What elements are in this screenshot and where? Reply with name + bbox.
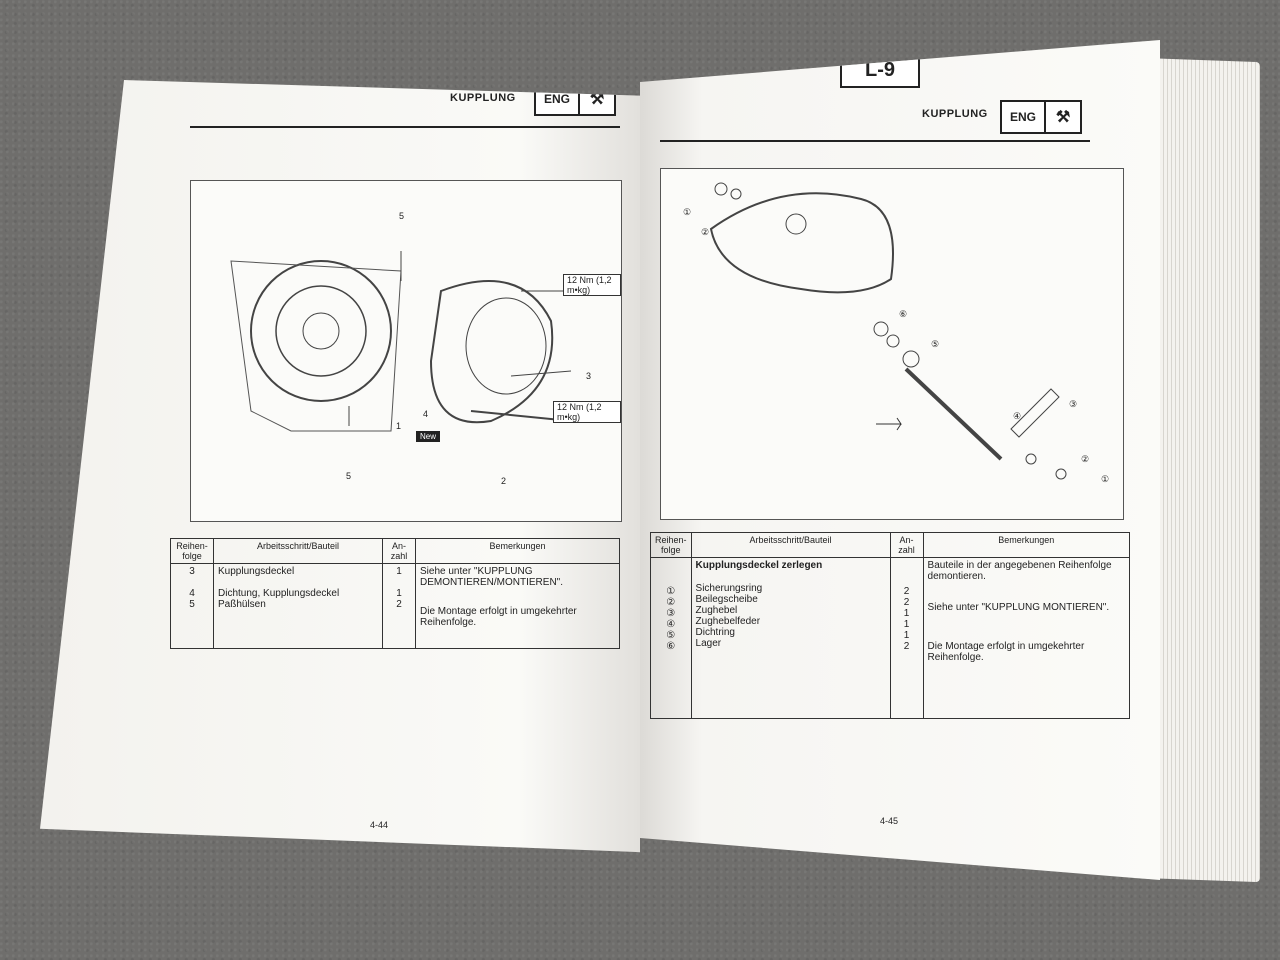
- left-col-step: Kupplungsdeckel Dichtung, Kupplungsdecke…: [213, 563, 383, 649]
- right-th-order: Reihen- folge: [650, 532, 692, 558]
- right-header-title: KUPPLUNG: [922, 108, 988, 120]
- right-th-remarks: Bemerkungen: [922, 532, 1131, 558]
- right-step-list: Sicherungsring Beilegscheibe Zughebel Zu…: [695, 583, 763, 649]
- right-remark-b: Siehe unter "KUPPLUNG MONTIEREN".: [927, 602, 1110, 613]
- right-procedure-table: Reihen- folge Arbeitsschritt/Bauteil An-…: [650, 532, 1131, 719]
- right-th-qty: An- zahl: [889, 532, 924, 558]
- right-callout-6: ⑥: [899, 309, 908, 319]
- left-th-qty: An- zahl: [382, 538, 416, 564]
- left-callout-3: 3: [586, 371, 592, 381]
- right-page: L-9 KUPPLUNG ENG ⚒ ① ② ⑥ ⑤ ④ ③ ② ①: [640, 40, 1160, 880]
- left-torque-label-1: 12 Nm (1,2 m•kg): [563, 274, 621, 296]
- left-header-title: KUPPLUNG: [450, 92, 516, 104]
- right-callout-1-top: ①: [683, 207, 692, 217]
- left-exploded-figure: 5 3 4 1 5 2 12 Nm (1,2 m•kg) 12 Nm (1,2 …: [190, 180, 622, 522]
- right-col-step: Kupplungsdeckel zerlegen Sicherungsring …: [690, 557, 891, 719]
- left-torque-label-2: 12 Nm (1,2 m•kg): [553, 401, 621, 423]
- right-remark-a: Bauteile in der angegebenen Reihenfolge …: [927, 560, 1112, 582]
- right-remark-c: Die Montage erfolgt in umgekehrter Reihe…: [927, 641, 1085, 663]
- left-page-number: 4-44: [370, 820, 389, 830]
- right-col-order: ① ② ③ ④ ⑤ ⑥: [650, 557, 692, 719]
- left-remark-b: Die Montage erfolgt in umgekehrter Reihe…: [420, 606, 577, 628]
- right-th-step: Arbeitsschritt/Bauteil: [690, 532, 891, 558]
- left-procedure-table: Reihen- folge Arbeitsschritt/Bauteil An-…: [170, 538, 620, 649]
- left-remark-a: Siehe unter "KUPPLUNG DEMONTIEREN/MONTIE…: [420, 566, 563, 588]
- left-th-step: Arbeitsschritt/Bauteil: [213, 538, 383, 564]
- table-row: 3 4 5 Kupplungsdeckel Dichtung, Kupplung…: [170, 563, 620, 649]
- right-callout-4: ④: [1013, 411, 1022, 421]
- left-callout-1: 1: [396, 421, 402, 431]
- left-callout-5-bottom: 5: [346, 471, 352, 481]
- right-exploded-figure: ① ② ⑥ ⑤ ④ ③ ② ①: [660, 168, 1124, 520]
- section-box: L-9: [840, 52, 920, 88]
- left-eng-badge-label: ENG: [544, 92, 571, 106]
- right-callout-5: ⑤: [931, 339, 940, 349]
- clutch-cover-disassembly-drawing: [709, 182, 1067, 480]
- left-col-order: 3 4 5: [170, 563, 214, 649]
- left-header-rule: [190, 126, 620, 128]
- engine-tool-icon: ⚒: [1044, 102, 1080, 132]
- left-table-header-row: Reihen- folge Arbeitsschritt/Bauteil An-…: [170, 538, 620, 564]
- left-th-remarks: Bemerkungen: [415, 538, 620, 564]
- right-callout-2-top: ②: [701, 227, 710, 237]
- right-eng-badge-label: ENG: [1010, 110, 1037, 124]
- table-row: ① ② ③ ④ ⑤ ⑥ Kupplungsdeckel zerlegen Sic…: [650, 557, 1131, 719]
- left-col-qty: 1 1 2: [382, 563, 416, 649]
- right-col-qty: 2 2 1 1 1 2: [889, 557, 924, 719]
- clutch-cover-exploded-drawing: [230, 251, 581, 432]
- left-callout-5-top: 5: [399, 211, 405, 221]
- right-callout-2-bottom: ②: [1081, 454, 1090, 464]
- right-callout-1-bottom: ①: [1101, 474, 1110, 484]
- left-callout-4: 4: [423, 409, 429, 419]
- right-table-header-row: Reihen- folge Arbeitsschritt/Bauteil An-…: [650, 532, 1131, 558]
- left-col-remarks: Siehe unter "KUPPLUNG DEMONTIEREN/MONTIE…: [415, 563, 620, 649]
- left-th-order: Reihen- folge: [170, 538, 214, 564]
- left-page: KUPPLUNG ENG ⚒ 5 3 4 1 5 2 12 Nm (1,2 m•…: [40, 80, 640, 853]
- engine-tool-icon: ⚒: [578, 84, 614, 114]
- right-page-number: 4-45: [880, 816, 899, 826]
- left-callout-2: 2: [501, 476, 507, 486]
- left-new-tag: New: [416, 431, 441, 442]
- right-table-subtitle: Kupplungsdeckel zerlegen: [695, 560, 823, 571]
- right-callout-3: ③: [1069, 399, 1078, 409]
- right-col-remarks: Bauteile in der angegebenen Reihenfolge …: [922, 557, 1131, 719]
- right-eng-badge: ENG ⚒: [1000, 100, 1083, 134]
- right-header-rule: [660, 140, 1090, 142]
- left-eng-badge: ENG ⚒: [534, 82, 617, 116]
